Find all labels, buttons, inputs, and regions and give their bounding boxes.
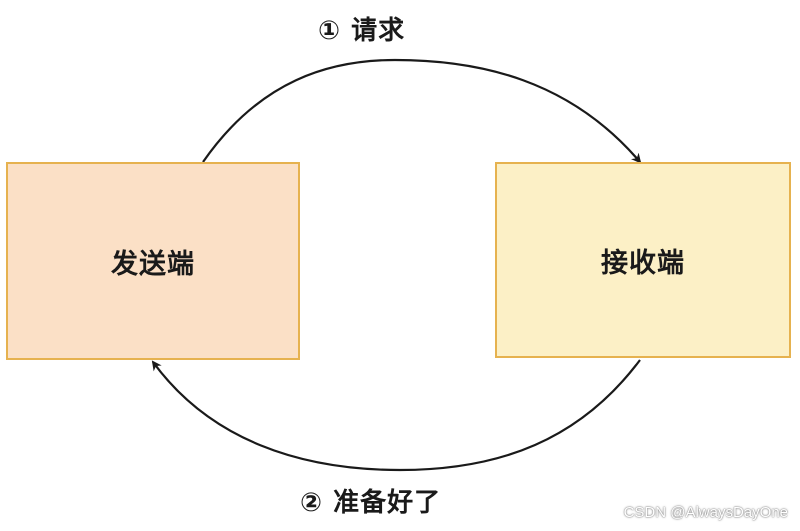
receiver-box: 接收端 xyxy=(495,162,791,358)
request-label: ① 请求 xyxy=(318,16,406,46)
request-arrow xyxy=(202,58,642,164)
watermark: CSDN @AlwaysDayOne xyxy=(623,504,788,521)
ready-label: ② 准备好了 xyxy=(300,488,442,518)
receiver-label: 接收端 xyxy=(601,247,685,279)
ready-arrow xyxy=(151,359,641,472)
sender-label: 发送端 xyxy=(111,248,195,280)
sender-box: 发送端 xyxy=(6,162,300,360)
